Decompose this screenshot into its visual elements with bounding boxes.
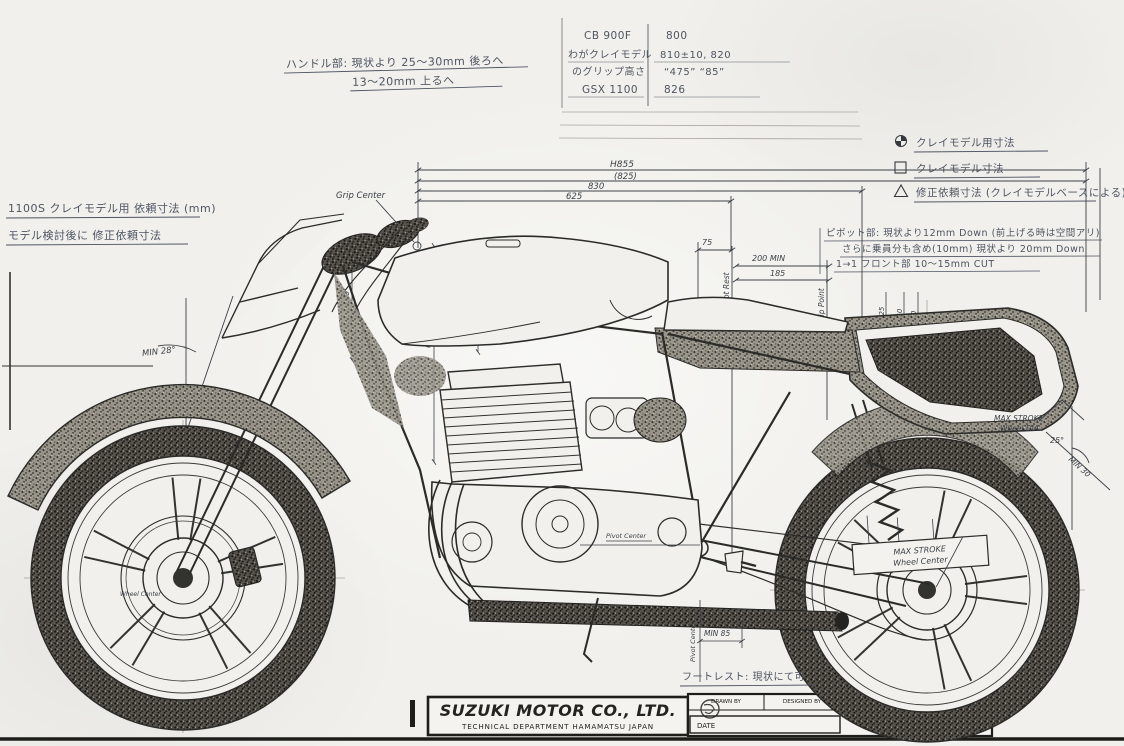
footrest xyxy=(724,550,757,574)
pivot-note: ピボット部: 現状より12mm Down (前上げる時は空間アリ) さらに乗員分… xyxy=(819,227,1103,274)
pivot-note-line3: 1→1 フロント部 10〜15mm CUT xyxy=(836,258,995,270)
max-stroke-dia-label1: MAX STROKE xyxy=(994,414,1043,423)
comparison-table: CB 900F 800 わがクレイモデル 810±10, 820 のグリップ高さ… xyxy=(568,24,790,106)
handlebar-area xyxy=(321,217,429,323)
side-stand xyxy=(582,597,599,663)
fuel-cap xyxy=(485,239,521,248)
handlebar-note: ハンドル部: 現状より 25〜30mm 後ろへ 13〜20mm 上るへ xyxy=(284,53,528,92)
grip xyxy=(405,217,429,233)
triangle-icon xyxy=(893,183,909,198)
table-r4c2: 826 xyxy=(664,84,686,96)
handlebar-note-line1: ハンドル部: 現状より 25〜30mm 後ろへ xyxy=(286,53,504,71)
pivot-dims xyxy=(580,540,746,682)
grip-center-label: Grip Center xyxy=(336,191,386,201)
company-name: SUZUKI MOTOR CO., LTD. xyxy=(440,701,677,720)
legend-label-2: クレイモデル寸法 xyxy=(916,162,1004,175)
sheet-edge-lines xyxy=(2,18,563,430)
footrest-note-text: フートレスト: 現状にて可 xyxy=(682,670,805,683)
table-r3c1: のグリップ高さ xyxy=(572,65,646,78)
square-icon xyxy=(894,161,907,174)
front-wheel xyxy=(30,425,336,731)
field-designed-by: DESIGNED BY xyxy=(783,699,822,705)
dim-625: 625 xyxy=(566,192,582,202)
approval-stamp xyxy=(700,699,720,719)
field-drawn-by: DRAWN BY xyxy=(711,699,742,705)
table-r2c1: わがクレイモデル xyxy=(568,48,652,61)
pivot-center-vertical-label: Pivot Center xyxy=(689,621,697,662)
department-name: TECHNICAL DEPARTMENT HAMAMATSU JAPAN xyxy=(461,722,654,731)
max-stroke-label: MAX STROKE xyxy=(893,544,947,557)
wheel-center-label: Wheel Center xyxy=(893,555,949,568)
pivot-note-line2: さらに乗員分も含め(10mm) 現状より 20mm Down xyxy=(842,243,1085,255)
table-r4c1: GSX 1100 xyxy=(582,84,638,96)
dim-25deg: 25° xyxy=(1050,436,1064,445)
pivot-center-label: Pivot Center xyxy=(606,532,647,540)
table-r3c2: “475” “85” xyxy=(664,67,725,78)
handlebar-note-line2: 13〜20mm 上るへ xyxy=(352,74,455,89)
clutch-cover xyxy=(521,485,599,563)
dim-825: (825) xyxy=(614,172,637,182)
clay-note-line2: モデル検討後に 修正依頼寸法 xyxy=(8,228,162,242)
engine xyxy=(430,363,703,597)
rear-stroke-dims xyxy=(1039,399,1111,530)
legend: クレイモデル用寸法 クレイモデル寸法 修正依頼寸法 (クレイモデルベースによる) xyxy=(893,135,1124,203)
hip-point-label: Hip Point xyxy=(817,287,826,322)
tail-cowl xyxy=(844,307,1079,435)
footrest-note: フートレスト: 現状にて可 xyxy=(679,670,817,687)
table-r2c2: 810±10, 820 xyxy=(660,50,731,61)
date-label: DATE xyxy=(697,722,715,730)
dim-185: 185 xyxy=(770,269,785,278)
clay-note-line1: 1100S クレイモデル用 依頼寸法 (mm) xyxy=(8,201,216,215)
clay-model-note: 1100S クレイモデル用 依頼寸法 (mm) モデル検討後に 修正依頼寸法 xyxy=(5,201,216,246)
muffler-tip xyxy=(835,612,849,630)
seat xyxy=(654,296,861,373)
pivot-note-line1: ピボット部: 現状より12mm Down (前上げる時は空間アリ) xyxy=(826,227,1100,239)
dim-830: 830 xyxy=(588,182,604,192)
frame-gusset-shading xyxy=(334,272,404,428)
cable xyxy=(331,231,399,313)
pie-circle-icon xyxy=(895,135,907,147)
front-sprocket xyxy=(657,517,687,547)
crankcase xyxy=(430,481,703,597)
legend-label-3: 修正依頼寸法 (クレイモデルベースによる) xyxy=(916,186,1124,199)
dim-200min: 200 MIN xyxy=(752,254,785,263)
dim-75: 75 xyxy=(702,238,712,247)
table-r1c2: 800 xyxy=(666,30,688,42)
exhaust xyxy=(428,479,849,632)
front-fender xyxy=(7,383,351,511)
dim-min30: MIN 30 xyxy=(1067,455,1093,479)
airbox xyxy=(633,397,687,443)
dim-h855: H855 xyxy=(610,160,634,170)
dim-425: 425 xyxy=(878,306,886,320)
front-fairing xyxy=(221,213,345,339)
max-stroke-wheel-center: MAX STROKE Wheel Center xyxy=(851,515,990,588)
legend-label-1: クレイモデル用寸法 xyxy=(916,136,1015,149)
under-tank-shading xyxy=(394,356,446,396)
dim-min28: MIN 28° xyxy=(142,345,177,359)
fuel-tank xyxy=(377,235,669,347)
alternator-cover xyxy=(451,521,493,563)
brake-caliper xyxy=(228,546,262,588)
max-stroke-dia-label2: Wheel DIA. xyxy=(1000,424,1042,433)
table-r1c1: CB 900F xyxy=(584,30,631,42)
front-wheel-center-label: Wheel Center xyxy=(120,591,161,598)
dim-min85: MIN 85 xyxy=(704,629,730,638)
rear-wheel xyxy=(774,437,1080,743)
